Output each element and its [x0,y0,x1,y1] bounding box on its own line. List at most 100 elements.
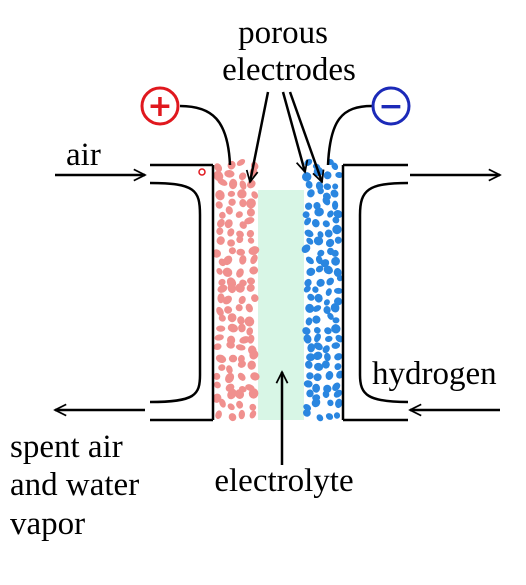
porous-blob [224,219,233,229]
porous-blob [227,160,236,170]
porous-blob [213,372,221,380]
porous-blob [223,255,233,266]
porous-blob [331,342,341,349]
porous-blob [250,372,260,381]
porous-blob [244,316,255,327]
water-label: and water [10,467,139,503]
porous-blob [246,229,255,238]
porous-blob [325,335,333,342]
porous-blob [323,183,332,191]
porous-blob [218,278,226,286]
porous-blob [333,268,342,277]
porous-blob [316,414,324,422]
porous-blob [331,249,339,257]
porous-blob [217,293,225,304]
porous-blob [213,343,222,351]
porous-blob [324,327,332,335]
porous-blob [227,388,237,400]
porous-blob [324,352,331,362]
porous-blob [330,303,340,313]
porous-blob [236,230,244,238]
porous-blob [237,360,246,368]
porous-blob [306,267,316,276]
porous-blob [244,217,255,225]
porous-blob [317,187,324,195]
porous-blob [314,362,324,371]
porous-blob [333,412,341,419]
porous-blob [303,285,311,293]
porous-blob [216,306,224,317]
porous-blob [305,303,315,313]
porous-blob [325,413,334,420]
porous-blob [235,344,246,351]
porous-blob [251,191,259,199]
porous-blob [302,327,311,335]
positive-wire [179,104,232,166]
porous-blob [311,219,320,228]
porous-blob [238,295,246,305]
porous-blob [222,295,232,305]
porous-blob [239,336,251,344]
porous-blob [307,189,315,198]
porous-blob [312,383,321,393]
porous-blob [312,286,319,293]
porous-blob [316,278,325,287]
porous-blob [313,351,323,360]
porous-blob [218,364,226,371]
electrode-pointer-arrow [250,91,270,182]
porous-blob [245,303,253,313]
porous-blob [216,325,226,332]
porous-blob [301,244,311,253]
porous-blob [249,403,257,411]
porous-blob [217,218,225,228]
porous-blob [303,334,312,344]
porous-blob [315,255,323,265]
porous-blob [332,382,341,392]
porous-blob [213,381,221,389]
electrodes-label: electrodes [222,52,356,88]
porous-blob [238,172,247,181]
porous-blob [307,343,316,353]
porous-blob [314,293,323,303]
porous-blob [325,288,332,296]
minus-icon: − [378,89,403,124]
porous-blob [215,410,222,419]
porous-blob [334,236,342,244]
porous-blob [331,324,341,334]
porous-blob [332,183,339,190]
porous-blob [235,211,243,218]
porous-blob [246,283,255,292]
porous-blob [217,284,228,293]
anode-electrode [301,158,344,422]
porous-blob [247,360,256,370]
porous-blob [216,227,224,235]
porous-blob [226,341,235,349]
porous-blob [303,404,312,411]
porous-blob [306,389,314,398]
porous-blob [320,259,330,268]
porous-blob [302,172,312,182]
porous-blob [239,180,247,190]
porous-blob [332,317,340,324]
porous-blob [315,265,324,273]
porous-blob [225,206,233,215]
porous-blob [334,287,343,294]
porous-blob [215,201,223,209]
porous-blob [334,353,343,361]
porous-blob [236,268,244,278]
porous-blob [305,180,313,189]
porous-blob [336,275,344,282]
porous-blob [302,211,310,219]
porous-blob [228,198,236,206]
porous-blob [237,189,247,199]
air-label: air [66,137,101,173]
porous-blob [222,267,233,277]
porous-blob [313,373,322,382]
porous-blob [227,313,237,323]
porous-blob [330,189,339,198]
porous-blob [322,220,330,228]
porous-blob [218,314,226,322]
electrode-pointer-arrow [281,91,305,172]
cathode-electrode [212,159,260,422]
porous-blob [248,388,259,399]
